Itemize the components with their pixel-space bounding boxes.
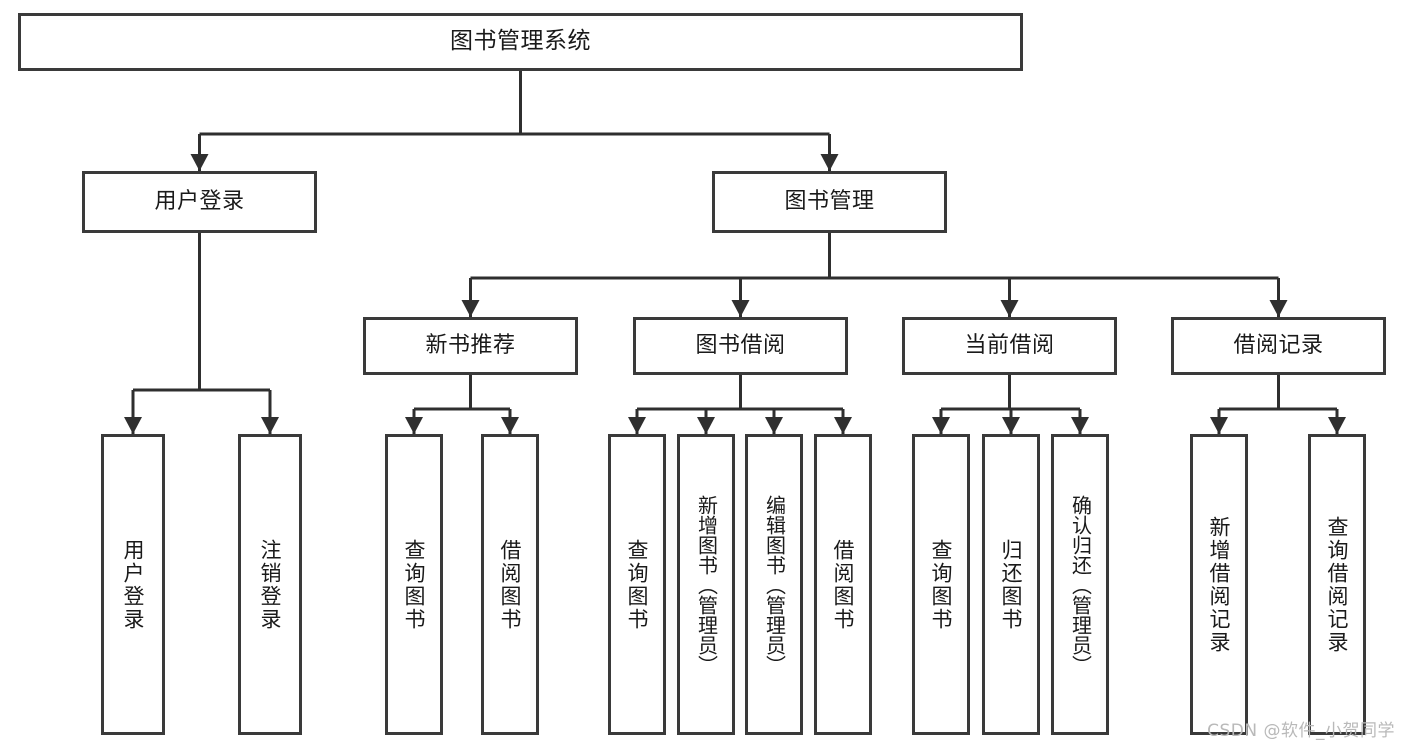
node-leaf-query-borrow-record[interactable]: 查询借阅记录 xyxy=(1308,434,1366,735)
node-label: 图书管理 xyxy=(784,189,875,215)
node-label: 图书管理系统 xyxy=(450,28,591,55)
node-book-manage[interactable]: 图书管理 xyxy=(712,171,947,233)
node-label: 用户登录 xyxy=(154,189,245,215)
node-current-borrow[interactable]: 当前借阅 xyxy=(902,317,1117,375)
node-label: 新增借阅记录 xyxy=(1207,515,1232,654)
node-label: 查询图书 xyxy=(929,538,954,631)
watermark-text: CSDN @软件_小贺同学 xyxy=(1207,721,1395,741)
node-label: 新书推荐 xyxy=(425,333,516,359)
node-leaf-borrow-book-rec[interactable]: 借阅图书 xyxy=(481,434,539,735)
node-new-book-recommend[interactable]: 新书推荐 xyxy=(363,317,578,375)
node-leaf-return-book[interactable]: 归还图书 xyxy=(982,434,1040,735)
node-leaf-user-login[interactable]: 用户登录 xyxy=(101,434,165,735)
node-label: 归还图书 xyxy=(999,538,1024,631)
node-label: 新增图书（管理员） xyxy=(694,494,719,675)
node-user-login[interactable]: 用户登录 xyxy=(82,171,317,233)
node-leaf-query-book-rec[interactable]: 查询图书 xyxy=(385,434,443,735)
node-label: 查询图书 xyxy=(625,538,650,631)
node-label: 确认归还（管理员） xyxy=(1068,494,1093,675)
node-leaf-user-logout[interactable]: 注销登录 xyxy=(238,434,302,735)
node-root[interactable]: 图书管理系统 xyxy=(18,13,1023,71)
node-borrow-record[interactable]: 借阅记录 xyxy=(1171,317,1386,375)
node-label: 查询图书 xyxy=(402,538,427,631)
node-book-borrow[interactable]: 图书借阅 xyxy=(633,317,848,375)
node-label: 借阅图书 xyxy=(498,538,523,631)
node-label: 注销登录 xyxy=(258,538,283,631)
node-label: 编辑图书（管理员） xyxy=(762,494,787,675)
node-leaf-confirm-return-admin[interactable]: 确认归还（管理员） xyxy=(1051,434,1109,735)
node-label: 借阅图书 xyxy=(831,538,856,631)
node-label: 用户登录 xyxy=(121,538,146,631)
node-leaf-borrow-book[interactable]: 借阅图书 xyxy=(814,434,872,735)
node-label: 图书借阅 xyxy=(695,333,786,359)
node-label: 当前借阅 xyxy=(964,333,1055,359)
node-leaf-add-borrow-record[interactable]: 新增借阅记录 xyxy=(1190,434,1248,735)
node-leaf-add-book-admin[interactable]: 新增图书（管理员） xyxy=(677,434,735,735)
node-leaf-query-book-cur[interactable]: 查询图书 xyxy=(912,434,970,735)
node-label: 查询借阅记录 xyxy=(1325,515,1350,654)
node-label: 借阅记录 xyxy=(1233,333,1324,359)
node-leaf-query-book-borrow[interactable]: 查询图书 xyxy=(608,434,666,735)
node-leaf-edit-book-admin[interactable]: 编辑图书（管理员） xyxy=(745,434,803,735)
